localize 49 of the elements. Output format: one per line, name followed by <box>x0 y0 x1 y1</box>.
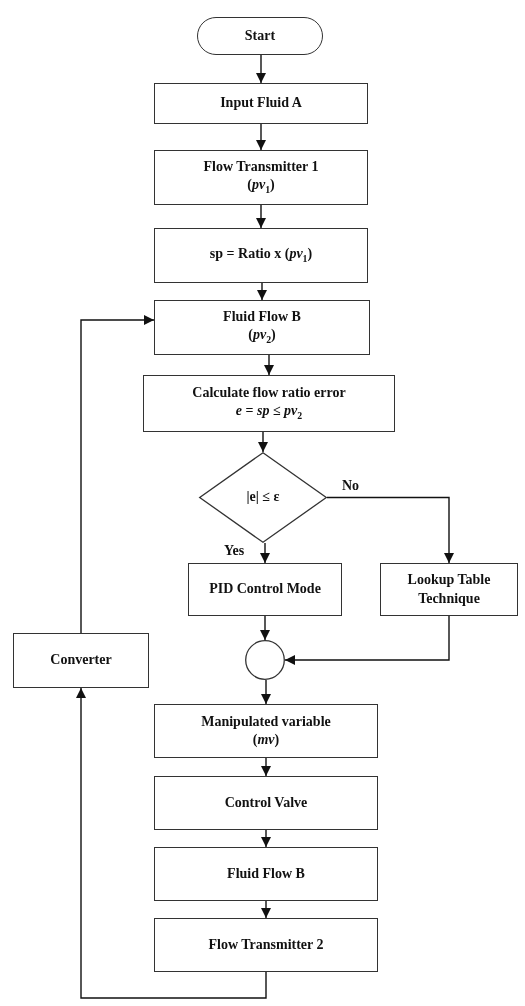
process-box <box>13 633 149 688</box>
process-box <box>154 228 368 283</box>
arrow <box>284 615 450 665</box>
terminal-box <box>197 17 323 55</box>
node-text: Flow Transmitter 2 <box>208 935 324 954</box>
arrow <box>256 54 266 84</box>
node-text: Manipulated variable <box>201 712 331 731</box>
arrow <box>261 900 271 919</box>
arrow <box>257 282 267 301</box>
arrow <box>264 354 274 376</box>
process-box <box>154 847 378 901</box>
node-text: |e| ≤ ε <box>246 488 280 507</box>
decision-diamond <box>199 452 327 543</box>
process-box <box>380 563 518 616</box>
node-text: PID Control Mode <box>209 580 321 599</box>
node-text: sp = Ratio x (pv$_{1}$) <box>209 245 313 266</box>
node-text: Start <box>244 26 276 45</box>
node-text: Lookup Table Technique <box>406 571 492 608</box>
arrow <box>261 757 271 777</box>
process-box <box>188 563 342 616</box>
arrow <box>80 315 155 634</box>
node-text: Input Fluid A <box>220 94 302 113</box>
arrow <box>256 204 266 229</box>
process-box <box>154 83 368 124</box>
node-text: (pv$_{1}$) <box>247 176 275 197</box>
node-text: Control Valve <box>224 793 308 812</box>
node-text: Flow Transmitter 1 <box>203 158 319 177</box>
arrow <box>260 615 270 641</box>
arrow <box>260 542 270 564</box>
process-box <box>154 704 378 758</box>
node-text: (pv$_{2}$) <box>248 326 276 347</box>
arrow <box>258 431 268 453</box>
process-box <box>154 150 368 205</box>
process-box <box>154 776 378 830</box>
node-text: Fluid Flow B <box>223 308 301 327</box>
process-box <box>154 300 370 355</box>
arrow <box>76 687 267 999</box>
node-text: Calculate flow ratio error <box>192 384 346 403</box>
process-box <box>154 918 378 972</box>
arrow <box>256 123 266 151</box>
node-text: e = sp ≤ pv$_{2}$ <box>235 402 303 423</box>
node-text: Fluid Flow B <box>227 864 305 883</box>
arrow <box>261 679 271 705</box>
process-box <box>143 375 395 432</box>
connector-circle <box>245 640 285 680</box>
arrow <box>326 496 454 564</box>
node-text: Converter <box>50 651 112 670</box>
node-text: (mv) <box>252 731 280 749</box>
arrow <box>261 829 271 848</box>
